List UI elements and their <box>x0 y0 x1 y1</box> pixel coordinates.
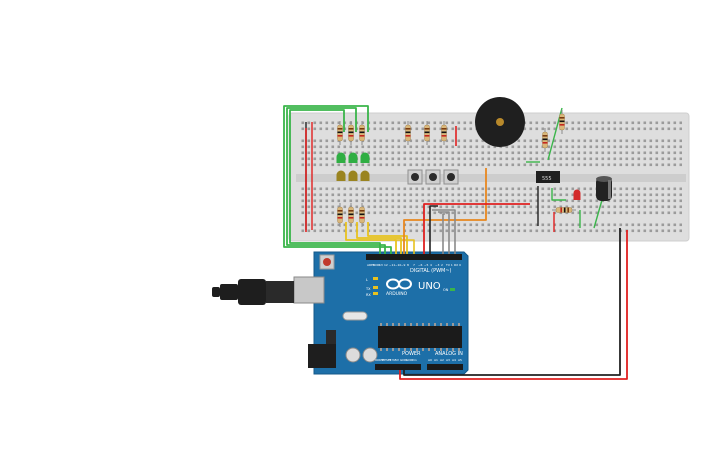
pin-label-a2: A2 <box>440 358 444 362</box>
pin-label-gnd: GND <box>373 263 381 267</box>
wire-red-upper <box>423 203 530 254</box>
piezo-buzzer-icon[interactable] <box>475 97 525 147</box>
terminal-strip-bottom <box>300 186 682 216</box>
wire-green-555-3 <box>551 188 566 201</box>
led-label-tx: TX <box>365 287 371 291</box>
arduino-logo-icon <box>386 278 412 290</box>
pin-label-2: 2 <box>441 263 443 267</box>
pin-label-9: ~9 <box>401 263 406 267</box>
usb-port <box>293 276 325 304</box>
pin-label-12: 12 <box>384 263 388 267</box>
power-pin-labels: IOREF RESET 3.3V 5V GND GND Vin <box>375 358 417 362</box>
yellow-led-icon <box>336 170 346 181</box>
digital-header[interactable] <box>366 254 462 260</box>
pin-label-6: ~6 <box>418 263 423 267</box>
leds[interactable] <box>336 152 581 201</box>
timer-555-chip[interactable]: 555 <box>536 171 560 183</box>
yellow-led-icon <box>348 170 358 181</box>
power-jack <box>308 344 336 368</box>
usb-cable-icon[interactable] <box>212 279 294 305</box>
led-label-l: L <box>366 278 368 282</box>
green-led-icon <box>348 152 358 163</box>
pin-label-7: 7 <box>413 263 415 267</box>
electrolytic-capacitor-icon[interactable] <box>596 176 612 201</box>
pin-label-vin: Vin <box>412 358 417 362</box>
led-label-rx: RX <box>366 293 371 297</box>
analog-header-label: ANALOG IN <box>435 351 463 357</box>
digital-pin-labels: AREF GND 13 12 ~11 ~10 ~9 8 7 ~6 ~5 4 ~3… <box>367 263 461 267</box>
wire-yellow-1 <box>345 222 397 254</box>
pin-label-8: 8 <box>407 263 409 267</box>
pin-label-5: ~5 <box>424 263 429 267</box>
wire-gray-1 <box>432 209 456 254</box>
pin-label-5v: 5V <box>395 358 400 362</box>
board-model-label: UNO <box>418 281 441 292</box>
pin-label-13: 13 <box>379 263 383 267</box>
brand-label: ARDUINO <box>386 291 408 297</box>
center-channel <box>296 174 686 182</box>
power-header-label: POWER <box>402 351 421 357</box>
wire-black-upper <box>429 205 438 254</box>
chip-label: 555 <box>542 176 552 182</box>
pin-label-3: ~3 <box>435 263 440 267</box>
wire-yellow-3 <box>367 222 408 254</box>
pin-label-ioref: IOREF <box>375 358 384 362</box>
pin-label-a5: A5 <box>458 358 462 362</box>
pin-label-gnd2: GND <box>406 358 414 362</box>
wire-yellow-2 <box>356 222 402 254</box>
pin-label-a4: A4 <box>452 358 456 362</box>
red-led-icon <box>573 189 581 200</box>
pin-label-aref: AREF <box>367 263 375 267</box>
wire-green-555-5 <box>593 199 603 229</box>
wire-gray-2 <box>438 211 450 254</box>
wire-green-3 <box>283 105 392 254</box>
wire-red-power <box>399 230 628 380</box>
pin-label-4: 4 <box>430 263 432 267</box>
push-button-icon <box>443 169 459 185</box>
push-button-icon <box>425 169 441 185</box>
wire-gray-3 <box>442 213 445 254</box>
power-header[interactable] <box>375 364 421 370</box>
green-led-icon <box>336 152 346 163</box>
analog-header[interactable] <box>427 364 463 370</box>
pin-label-3v3: 3.3V <box>389 358 397 362</box>
pin-label-a1: A1 <box>434 358 438 362</box>
led-label-on: ON <box>443 288 449 292</box>
pin-label-a3: A3 <box>446 358 450 362</box>
wires[interactable] <box>283 105 628 380</box>
pin-label-reset: RESET <box>382 358 392 362</box>
wire-black-power <box>403 228 621 376</box>
pin-label-11: ~11 <box>389 263 395 267</box>
arduino-uno-board[interactable]: UNO ARDUINO DIGITAL (PWM~) POWER ANALOG … <box>293 251 469 375</box>
pin-label-10: ~10 <box>395 263 401 267</box>
pin-label-rx0: RX 0 <box>454 263 461 267</box>
push-buttons[interactable] <box>407 169 459 185</box>
yellow-led-icon <box>360 170 370 181</box>
analog-pin-labels: A0 A1 A2 A3 A4 A5 <box>428 358 462 362</box>
pin-label-gnd1: GND <box>400 358 408 362</box>
pin-label-tx1: TX 1 <box>445 263 453 267</box>
atmega-chip <box>378 326 462 348</box>
bottom-power-rail <box>300 222 682 234</box>
green-led-icon <box>360 152 370 163</box>
pin-label-a0: A0 <box>428 358 432 362</box>
digital-header-label: DIGITAL (PWM~) <box>410 268 452 274</box>
push-button-icon <box>407 169 423 185</box>
wire-yellow-4 <box>394 239 415 254</box>
wire-orange <box>403 168 487 254</box>
